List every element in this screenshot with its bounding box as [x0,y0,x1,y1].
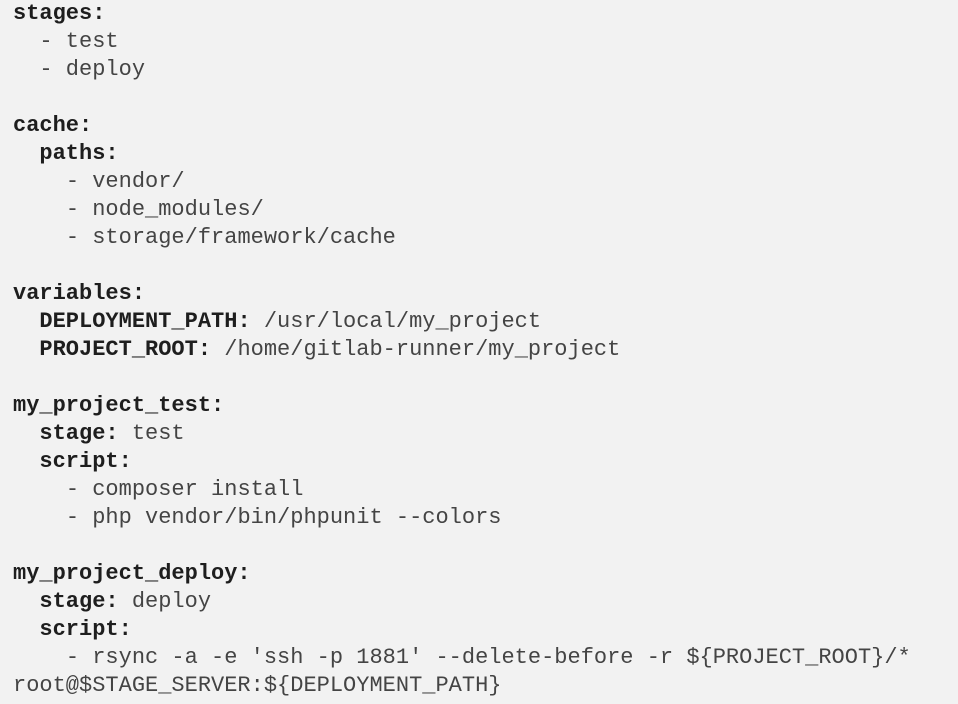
code-indent [13,141,39,166]
code-line: cache: [13,112,911,140]
yaml-key: cache: [13,113,93,138]
code-line [13,252,911,280]
yaml-key: DEPLOYMENT_PATH: [39,309,251,334]
code-indent [13,477,66,502]
yaml-key: paths: [39,141,119,166]
yaml-value: - deploy [39,57,146,82]
yaml-value: - composer install [65,477,304,502]
yaml-value: root@$STAGE_SERVER:${DEPLOYMENT_PATH} [13,673,502,698]
code-line: script: [13,616,911,644]
code-line: root@$STAGE_SERVER:${DEPLOYMENT_PATH} [13,672,911,700]
code-line [13,532,911,560]
yaml-key: my_project_test: [13,393,225,418]
code-indent [13,337,39,362]
code-line: - vendor/ [13,168,911,196]
code-indent [13,505,66,530]
yaml-value: - php vendor/bin/phpunit --colors [65,505,502,530]
code-line: DEPLOYMENT_PATH: /usr/local/my_project [13,308,911,336]
code-line: paths: [13,140,911,168]
yaml-key: stages: [13,1,106,26]
yaml-value: deploy [118,589,212,614]
code-line: script: [13,448,911,476]
code-indent [13,645,66,670]
code-indent [13,197,66,222]
code-indent [13,169,66,194]
yaml-key: script: [39,617,132,642]
code-line: - storage/framework/cache [13,224,911,252]
code-line: my_project_deploy: [13,560,911,588]
code-indent [13,57,39,82]
yaml-code-block: stages: - test - deploy cache: paths: - v… [13,0,911,700]
code-line: PROJECT_ROOT: /home/gitlab-runner/my_pro… [13,336,911,364]
code-line: - test [13,28,911,56]
code-line: - node_modules/ [13,196,911,224]
yaml-key: stage: [39,589,119,614]
yaml-key: my_project_deploy: [13,561,251,586]
code-line [13,364,911,392]
yaml-key: variables: [13,281,146,306]
code-line: variables: [13,280,911,308]
yaml-value: /usr/local/my_project [250,309,542,334]
yaml-key: script: [39,449,132,474]
code-line: - php vendor/bin/phpunit --colors [13,504,911,532]
code-line: - rsync -a -e 'ssh -p 1881' --delete-bef… [13,644,911,672]
code-indent [13,225,66,250]
yaml-value: - test [39,29,119,54]
code-indent [13,309,39,334]
yaml-value: - storage/framework/cache [65,225,396,250]
yaml-key: stage: [39,421,119,446]
code-indent [13,449,39,474]
yaml-value: - node_modules/ [65,197,264,222]
code-line: stage: deploy [13,588,911,616]
code-line [13,84,911,112]
code-line: - deploy [13,56,911,84]
code-indent [13,29,39,54]
yaml-value: - rsync -a -e 'ssh -p 1881' --delete-bef… [65,645,911,670]
code-line: - composer install [13,476,911,504]
code-indent [13,421,39,446]
code-line: stage: test [13,420,911,448]
yaml-value: - vendor/ [65,169,185,194]
code-indent [13,589,39,614]
yaml-key: PROJECT_ROOT: [39,337,212,362]
yaml-value: /home/gitlab-runner/my_project [211,337,621,362]
yaml-value: test [118,421,185,446]
code-line: stages: [13,0,911,28]
code-line: my_project_test: [13,392,911,420]
code-indent [13,617,39,642]
